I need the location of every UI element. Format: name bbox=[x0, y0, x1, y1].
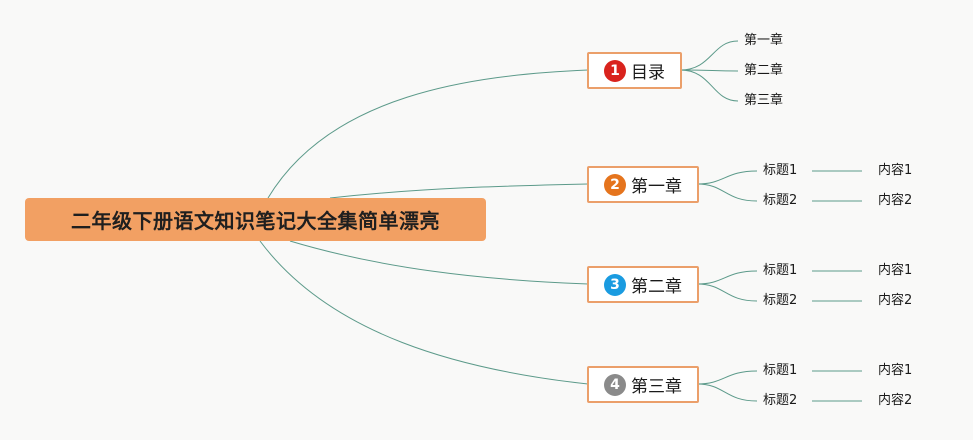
subtopic-content[interactable]: 内容1 bbox=[878, 263, 913, 278]
subtopic-title[interactable]: 标题2 bbox=[763, 293, 798, 308]
number-badge-icon: 2 bbox=[604, 173, 626, 196]
number-badge-icon: 1 bbox=[604, 59, 626, 82]
connector-branch-3-leaf-1 bbox=[696, 270, 758, 285]
subtopic-title[interactable]: 标题2 bbox=[763, 193, 798, 208]
subtopic-content[interactable]: 内容1 bbox=[878, 363, 913, 378]
subtopic-content[interactable]: 内容2 bbox=[878, 393, 913, 408]
number-badge-icon: 4 bbox=[604, 373, 626, 396]
branch-topic-label: 第一章 bbox=[631, 177, 682, 197]
branch-topic-4[interactable]: 4 第三章 bbox=[587, 366, 699, 403]
branch-topic-label: 第二章 bbox=[631, 277, 682, 297]
connector-branch-2-leaf-2 bbox=[696, 183, 758, 202]
branch-topic-2[interactable]: 2 第一章 bbox=[587, 166, 699, 203]
connector-central-to-branch-3 bbox=[289, 240, 589, 285]
subtopic-title[interactable]: 标题1 bbox=[763, 363, 798, 378]
connector-central-to-branch-2 bbox=[329, 183, 589, 199]
subtopic-content[interactable]: 内容2 bbox=[878, 293, 913, 308]
branch-topic-label: 目录 bbox=[631, 63, 665, 83]
subtopic[interactable]: 第二章 bbox=[744, 63, 784, 78]
connector-branch-2-leaf-1 bbox=[696, 170, 758, 185]
central-topic[interactable]: 二年级下册语文知识笔记大全集简单漂亮 bbox=[25, 198, 486, 241]
central-topic-title: 二年级下册语文知识笔记大全集简单漂亮 bbox=[71, 209, 440, 233]
connector-central-to-branch-4 bbox=[259, 240, 589, 385]
subtopic-content[interactable]: 内容2 bbox=[878, 193, 913, 208]
branch-topic-3[interactable]: 3 第二章 bbox=[587, 266, 699, 303]
subtopic-title[interactable]: 标题1 bbox=[763, 163, 798, 178]
subtopic-content[interactable]: 内容1 bbox=[878, 163, 913, 178]
connector-branch-4-leaf-2 bbox=[696, 383, 758, 402]
branch-topic-label: 第三章 bbox=[631, 377, 682, 397]
connector-branch-4-leaf-1 bbox=[696, 370, 758, 385]
connector-central-to-branch-1 bbox=[267, 69, 589, 199]
subtopic-title[interactable]: 标题2 bbox=[763, 393, 798, 408]
number-badge-icon: 3 bbox=[604, 273, 626, 296]
connector-branch-1-leaf-1 bbox=[679, 40, 739, 71]
connector-branch-1-leaf-3 bbox=[679, 69, 739, 102]
subtopic-title[interactable]: 标题1 bbox=[763, 263, 798, 278]
branch-topic-1[interactable]: 1 目录 bbox=[587, 52, 682, 89]
connector-branch-3-leaf-2 bbox=[696, 283, 758, 302]
subtopic[interactable]: 第一章 bbox=[744, 33, 784, 48]
connector-branch-1-leaf-2 bbox=[679, 69, 739, 72]
subtopic[interactable]: 第三章 bbox=[744, 93, 784, 108]
